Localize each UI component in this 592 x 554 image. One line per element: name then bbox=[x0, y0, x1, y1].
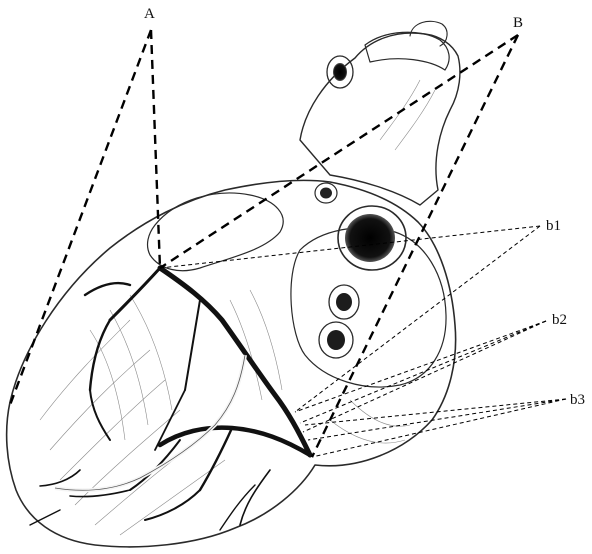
vessel-lumen-large bbox=[345, 214, 395, 262]
leader-A-right bbox=[151, 30, 160, 268]
label-B: B bbox=[513, 15, 523, 31]
leader-b3-upper bbox=[305, 399, 566, 425]
label-b3: b3 bbox=[570, 392, 585, 408]
leader-b1-lower bbox=[295, 226, 540, 412]
label-b1: b1 bbox=[546, 218, 561, 234]
leader-B-right bbox=[312, 35, 518, 457]
label-b2: b2 bbox=[552, 312, 567, 328]
cardiac-vein-outline bbox=[55, 355, 245, 490]
leader-b3-mid bbox=[308, 399, 566, 440]
vessel-lumen-small bbox=[320, 188, 332, 199]
aorta-arch-top bbox=[365, 32, 449, 70]
leader-A-left bbox=[10, 30, 151, 405]
annotation-lines bbox=[10, 30, 566, 457]
surface-hatching bbox=[40, 80, 435, 535]
heart-illustration bbox=[7, 21, 460, 547]
label-A: A bbox=[144, 6, 155, 22]
pulmonary-vein-lower-lumen bbox=[327, 330, 345, 350]
vessel-lumen-upper bbox=[333, 63, 347, 81]
pulmonary-vein-upper-lumen bbox=[336, 293, 352, 311]
aorta bbox=[300, 33, 460, 205]
